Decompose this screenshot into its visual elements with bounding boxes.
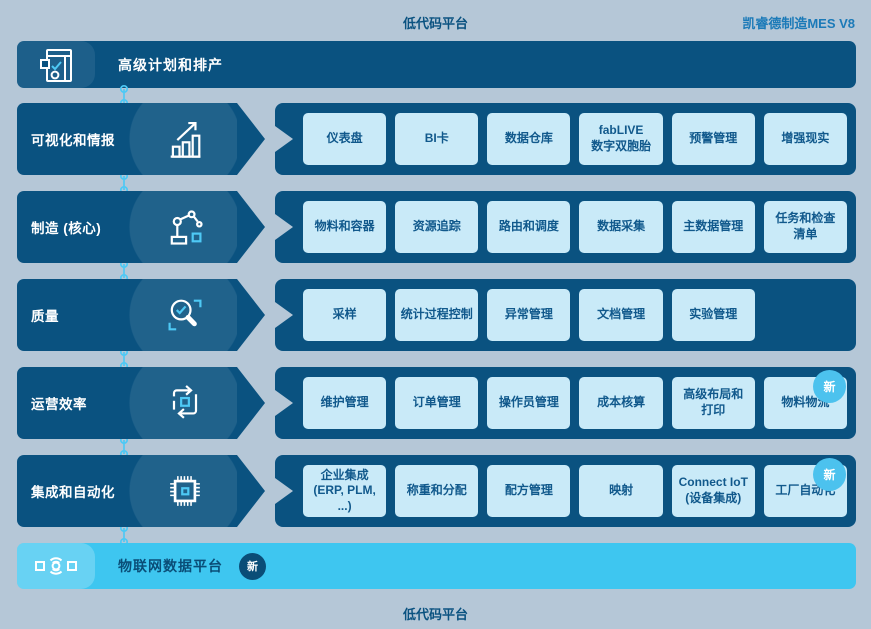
module-group-integration: 企业集成 (ERP, PLM, ...) 称重和分配 配方管理 映射 Conne… [275, 455, 856, 527]
row-integration: 集成和自动化 企业集成 (ERP, PLM, ...) 称重和分配 配方管理 映… [0, 455, 871, 527]
bottom-platform-label: 低代码平台 [402, 607, 468, 622]
robot-arm-icon [163, 205, 207, 249]
arrow-point [237, 279, 265, 351]
module-box[interactable]: 任务和检查 清单 [763, 201, 847, 253]
module-box[interactable]: 预警管理 [671, 113, 755, 165]
category-quality[interactable]: 质量 [17, 279, 237, 351]
row-operations: 运营效率 维护管理 订单管理 操作员管理 成本核算 高级布局和 打印 物料物流 … [0, 367, 871, 439]
module-box[interactable]: 异常管理 [487, 289, 571, 341]
notch [275, 126, 293, 152]
bar-chart-growth-icon [163, 117, 207, 161]
module-box[interactable]: 数据采集 [579, 201, 663, 253]
row-quality: 质量 采样 统计过程控制 异常管理 文档管理 实验管理 [0, 279, 871, 351]
module-box[interactable]: 操作员管理 [487, 377, 571, 429]
module-box[interactable]: 物料和容器 [303, 201, 387, 253]
arrow-point [237, 455, 265, 527]
module-box[interactable]: 数据仓库 [487, 113, 571, 165]
cycle-arrows-icon [163, 381, 207, 425]
iot-signal-icon [17, 543, 95, 589]
arrow-point [237, 367, 265, 439]
module-box[interactable]: BI卡 [395, 113, 479, 165]
module-box[interactable]: 成本核算 [579, 377, 663, 429]
new-badge: 新 [239, 552, 266, 580]
module-box[interactable]: 路由和调度 [487, 201, 571, 253]
category-visualization[interactable]: 可视化和情报 [17, 103, 237, 175]
planning-board-icon [17, 41, 95, 88]
module-box[interactable]: fabLIVE 数字双胞胎 [579, 113, 663, 165]
notch [275, 478, 293, 504]
category-operations[interactable]: 运营效率 [17, 367, 237, 439]
brand-label: 凯睿德制造MES V8 [742, 16, 855, 31]
row-manufacturing: 制造 (核心) 物料和容器 资源追踪 路由和调度 数据采集 主数据管理 任务和检… [0, 191, 871, 263]
module-box[interactable]: 增强现实 [763, 113, 847, 165]
module-box[interactable]: 映射 [579, 465, 663, 517]
category-label: 可视化和情报 [31, 133, 115, 148]
module-box[interactable]: 高级布局和 打印 [671, 377, 755, 429]
module-box[interactable]: 采样 [303, 289, 387, 341]
module-box[interactable]: 主数据管理 [671, 201, 755, 253]
module-box[interactable]: 称重和分配 [395, 465, 479, 517]
notch [275, 390, 293, 416]
module-box[interactable]: 文档管理 [579, 289, 663, 341]
category-manufacturing[interactable]: 制造 (核心) [17, 191, 237, 263]
arrow-point [237, 103, 265, 175]
arrow-point [237, 191, 265, 263]
module-box[interactable]: 资源追踪 [395, 201, 479, 253]
module-box[interactable]: 企业集成 (ERP, PLM, ...) [303, 465, 387, 517]
module-box[interactable]: 配方管理 [487, 465, 571, 517]
module-box[interactable]: 订单管理 [395, 377, 479, 429]
module-group-operations: 维护管理 订单管理 操作员管理 成本核算 高级布局和 打印 物料物流 新 [275, 367, 856, 439]
module-box[interactable]: 实验管理 [671, 289, 755, 341]
module-box[interactable]: 仪表盘 [303, 113, 387, 165]
notch [275, 302, 293, 328]
iot-data-platform-banner[interactable]: 物联网数据平台 新 [17, 543, 856, 589]
banner-title: 高级计划和排产 [118, 56, 223, 73]
module-group-manufacturing: 物料和容器 资源追踪 路由和调度 数据采集 主数据管理 任务和检查 清单 [275, 191, 856, 263]
magnifier-check-icon [163, 293, 207, 337]
advanced-planning-banner[interactable]: 高级计划和排产 [17, 41, 856, 88]
banner-title: 物联网数据平台 [118, 558, 223, 574]
module-box[interactable]: 统计过程控制 [395, 289, 479, 341]
notch [275, 214, 293, 240]
category-label: 运营效率 [31, 397, 87, 412]
module-box[interactable]: 维护管理 [303, 377, 387, 429]
category-label: 质量 [31, 309, 59, 324]
module-box[interactable]: Connect IoT (设备集成) [671, 465, 755, 517]
chip-icon [163, 469, 207, 513]
top-platform-label: 低代码平台 [402, 16, 468, 31]
row-visualization: 可视化和情报 仪表盘 BI卡 数据仓库 fabLIVE 数字双胞胎 预警管理 增… [0, 103, 871, 175]
category-label: 集成和自动化 [31, 485, 115, 500]
module-group-quality: 采样 统计过程控制 异常管理 文档管理 实验管理 [275, 279, 856, 351]
category-label: 制造 (核心) [31, 221, 102, 236]
new-badge: 新 [813, 370, 846, 403]
new-badge: 新 [813, 458, 846, 491]
category-integration[interactable]: 集成和自动化 [17, 455, 237, 527]
module-group-visualization: 仪表盘 BI卡 数据仓库 fabLIVE 数字双胞胎 预警管理 增强现实 [275, 103, 856, 175]
